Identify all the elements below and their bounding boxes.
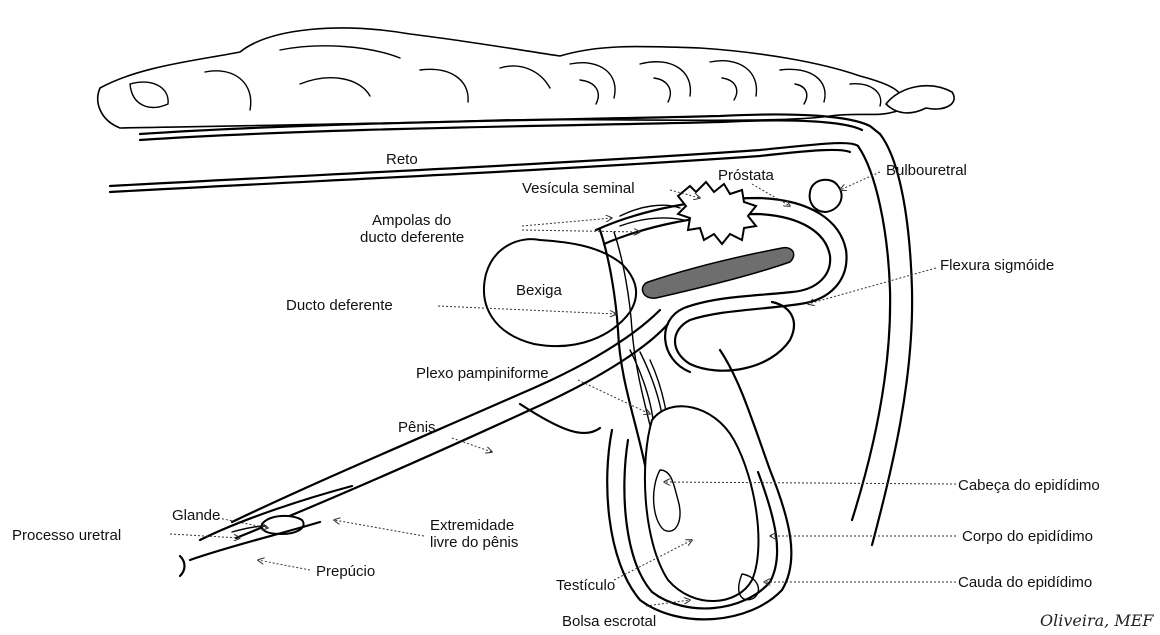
label-cabeca-epididimo: Cabeça do epidídimo (958, 477, 1100, 494)
label-prostata: Próstata (718, 167, 775, 184)
prepuce-lower (190, 522, 320, 560)
label-penis: Pênis (398, 419, 436, 436)
testis-shape (645, 406, 759, 601)
glans-shape (262, 516, 304, 534)
label-bolsa-escrotal: Bolsa escrotal (562, 613, 656, 630)
bulbourethral-gland-shape (810, 180, 842, 212)
label-processo-uretral: Processo uretral (12, 527, 121, 544)
prepuce-tip (180, 556, 185, 576)
label-bexiga: Bexiga (516, 282, 563, 299)
label-extremidade-line1: Extremidade (430, 517, 514, 534)
label-testiculo: Testículo (556, 577, 615, 594)
leader-lines (170, 172, 956, 606)
label-flexura-sigmoide: Flexura sigmóide (940, 257, 1054, 274)
penis-shaft-lower (236, 324, 668, 538)
penis-shaft-upper (232, 310, 660, 522)
label-plexo-pampiniforme: Plexo pampiniforme (416, 365, 549, 382)
label-extremidade-line2: livre do pênis (430, 534, 518, 551)
label-prepucio: Prepúcio (316, 563, 375, 580)
body-wall-inner (852, 146, 890, 520)
label-ducto-deferente: Ducto deferente (286, 297, 393, 314)
label-glande: Glande (172, 507, 220, 524)
retractor-muscle-shade (642, 248, 793, 299)
label-cauda-epididimo: Cauda do epidídimo (958, 574, 1092, 591)
author-credit: Oliveira, MEF (1040, 611, 1154, 630)
label-ampolas-line2: ducto deferente (360, 229, 464, 246)
label-bulbouretral: Bulbouretral (886, 162, 967, 179)
label-corpo-epididimo: Corpo do epidídimo (962, 528, 1093, 545)
label-reto: Reto (386, 151, 418, 168)
label-vesicula-seminal: Vesícula seminal (522, 180, 635, 197)
vertebrae-illustration (98, 28, 954, 128)
seminal-vesicle-shape (678, 182, 756, 244)
label-ampolas-line1: Ampolas do (372, 212, 451, 229)
